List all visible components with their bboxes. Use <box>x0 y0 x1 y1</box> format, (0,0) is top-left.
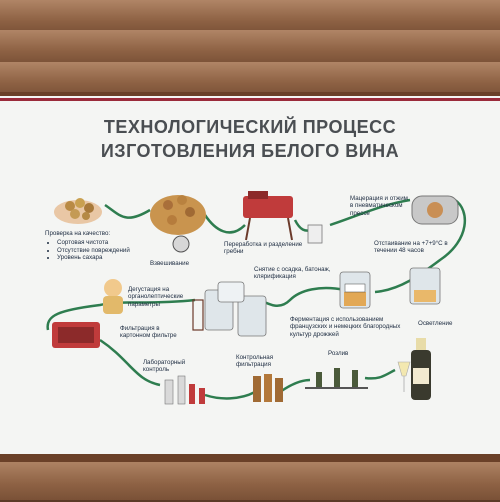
step-weighing: Взвешивание <box>150 260 190 267</box>
step-lab-control: Лабораторный контроль <box>143 359 186 374</box>
step-processing: Переработка и разделение гребни <box>224 241 303 256</box>
settling-tank-illustration <box>409 267 441 305</box>
poster-top-border <box>0 98 500 101</box>
grapes-hands-illustration <box>54 198 102 224</box>
racking-tanks-illustration <box>192 281 267 337</box>
process-flow-line <box>46 198 467 400</box>
pneumatic-press-illustration <box>411 195 459 225</box>
quality-check-title: Проверка на качество: <box>45 230 111 237</box>
destemmer-illustration <box>243 191 323 244</box>
quality-check-item: Сортовая чистота <box>57 239 130 247</box>
step-maceration: Мацерация и отжим в пневматическом пресс… <box>350 195 408 217</box>
step-clarification: Осветление <box>418 320 453 327</box>
step-racking: Снятие с осадка, батонаж, клярификация <box>254 266 331 281</box>
wall-plank <box>0 30 500 66</box>
step-filtration: Фильтрация в картонном фильтре <box>120 325 177 340</box>
poster-title-line2: ИЗГОТОВЛЕНИЯ БЕЛОГО ВИНА <box>100 141 400 161</box>
grape-pile-illustration <box>150 195 206 253</box>
bottling-line-illustration <box>305 368 368 389</box>
step-bottling: Розлив <box>328 350 349 357</box>
step-fermentation: Ферментация с использованием французских… <box>290 316 401 338</box>
fermentation-tank-illustration <box>339 271 371 309</box>
step-control-filtration: Контрольная фильтрация <box>236 354 274 369</box>
step-settling: Отстаивание на +7+9°С в течении 48 часов <box>374 240 448 255</box>
step-tasting: Дегустация на органолептические параметр… <box>128 286 184 308</box>
wine-bottle-illustration <box>397 338 431 400</box>
lab-bottles-illustration <box>164 375 205 405</box>
cartridge-filters-illustration <box>253 374 283 402</box>
taster-illustration <box>103 279 123 314</box>
quality-check-list: Сортовая чистота Отсутствие повреждений … <box>48 239 130 262</box>
quality-check-item: Отсутствие повреждений <box>57 247 130 255</box>
poster-title-line1: ТЕХНОЛОГИЧЕСКИЙ ПРОЦЕСС <box>103 117 397 137</box>
quality-check-item: Уровень сахара <box>57 254 130 262</box>
filter-press-illustration <box>52 322 100 348</box>
